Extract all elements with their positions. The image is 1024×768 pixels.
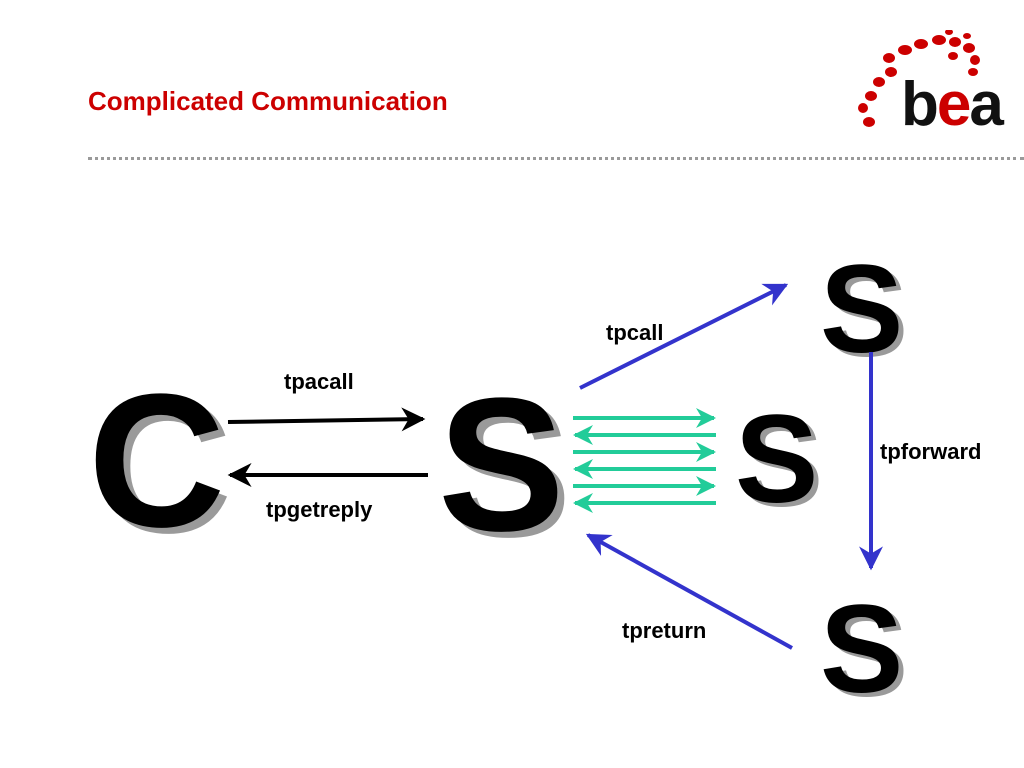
title-divider xyxy=(88,157,1024,160)
server-bottom-letter: S xyxy=(820,580,903,719)
bea-logo: bea xyxy=(855,29,1010,136)
logo-dots xyxy=(858,29,980,127)
logo-text: bea xyxy=(901,74,1004,136)
tpreturn-arrow xyxy=(585,533,793,650)
client-letter: C xyxy=(88,355,225,567)
server-main-letter-shadow: S xyxy=(445,365,572,577)
client-letter-shadow: C xyxy=(95,361,232,573)
server-mid-letter-shadow: S xyxy=(740,394,823,533)
server-bottom-letter-shadow: S xyxy=(825,584,908,723)
server-main-letter: S xyxy=(438,359,565,571)
tpgetreply-label: tpgetreply xyxy=(266,497,373,522)
slide-title: Complicated Communication xyxy=(88,86,448,116)
tpforward-label: tpforward xyxy=(880,439,981,464)
server-mid-letter: S xyxy=(735,390,818,529)
logo-letter-b: b xyxy=(901,70,939,139)
logo-letter-a: a xyxy=(969,70,1004,139)
logo-letter-e: e xyxy=(936,70,972,139)
server-top-letter: S xyxy=(820,240,903,379)
tpacall-label: tpacall xyxy=(284,369,354,394)
tpcall-label: tpcall xyxy=(606,320,663,345)
tpacall-arrow xyxy=(227,407,426,432)
tpcall-arrow xyxy=(579,283,789,390)
tpreturn-label: tpreturn xyxy=(622,618,706,643)
server-top-letter-shadow: S xyxy=(825,244,908,383)
